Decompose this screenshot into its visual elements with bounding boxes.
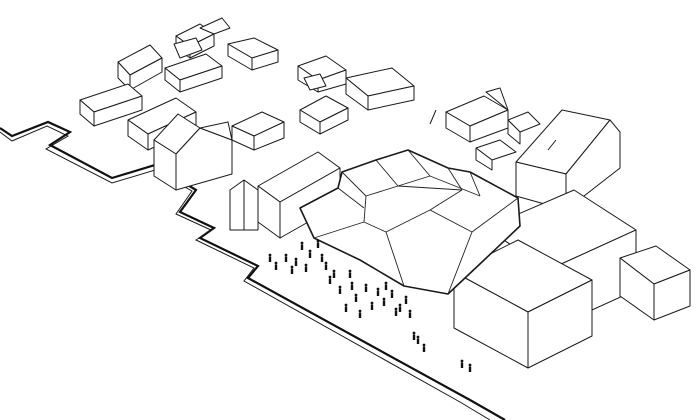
background-marks [429, 109, 557, 151]
house-9 [153, 113, 233, 191]
person-figure [268, 253, 272, 262]
person-figure [328, 275, 332, 284]
house-13 [445, 87, 509, 143]
person-figure [370, 301, 374, 310]
house-10 [297, 55, 347, 93]
long-building-right [515, 109, 621, 211]
person-figure [294, 257, 298, 266]
house-4 [227, 37, 279, 71]
person-figure [290, 265, 294, 274]
person-figure [274, 261, 278, 270]
person-figure [332, 269, 336, 278]
person-figure [364, 283, 368, 292]
warehouse-front [453, 239, 593, 369]
person-figure [398, 303, 402, 312]
people-group [268, 239, 472, 372]
house-11 [345, 67, 415, 111]
person-figure [350, 281, 354, 290]
person-figure [408, 309, 412, 318]
person-figure [404, 295, 408, 304]
person-figure [316, 239, 320, 248]
shed-far-right [619, 245, 691, 321]
person-figure [412, 331, 416, 340]
person-figure [416, 335, 420, 344]
person-figure [358, 309, 362, 318]
person-figure [300, 241, 304, 250]
house-14 [507, 111, 541, 145]
person-figure [284, 253, 288, 262]
house-5 [164, 53, 223, 93]
person-figure [324, 261, 328, 270]
person-figure [468, 363, 472, 372]
person-figure [376, 287, 380, 296]
person-figure [390, 289, 394, 298]
person-figure [338, 285, 342, 294]
house-3 [173, 37, 203, 59]
house-8 [231, 111, 285, 151]
person-figure [304, 263, 308, 272]
person-figure [320, 253, 324, 262]
silo [229, 179, 259, 231]
person-figure [384, 281, 388, 290]
house-15 [475, 139, 517, 171]
person-figure [422, 343, 426, 352]
house-1 [117, 44, 163, 91]
house-6 [79, 83, 143, 127]
person-figure [382, 297, 386, 306]
person-figure [308, 249, 312, 258]
central-hall [299, 149, 521, 295]
house-12 [299, 95, 349, 135]
person-figure [344, 303, 348, 312]
person-figure [460, 359, 464, 368]
person-figure [394, 307, 398, 316]
street-edge [0, 120, 506, 420]
person-figure [354, 293, 358, 302]
person-figure [348, 269, 352, 278]
